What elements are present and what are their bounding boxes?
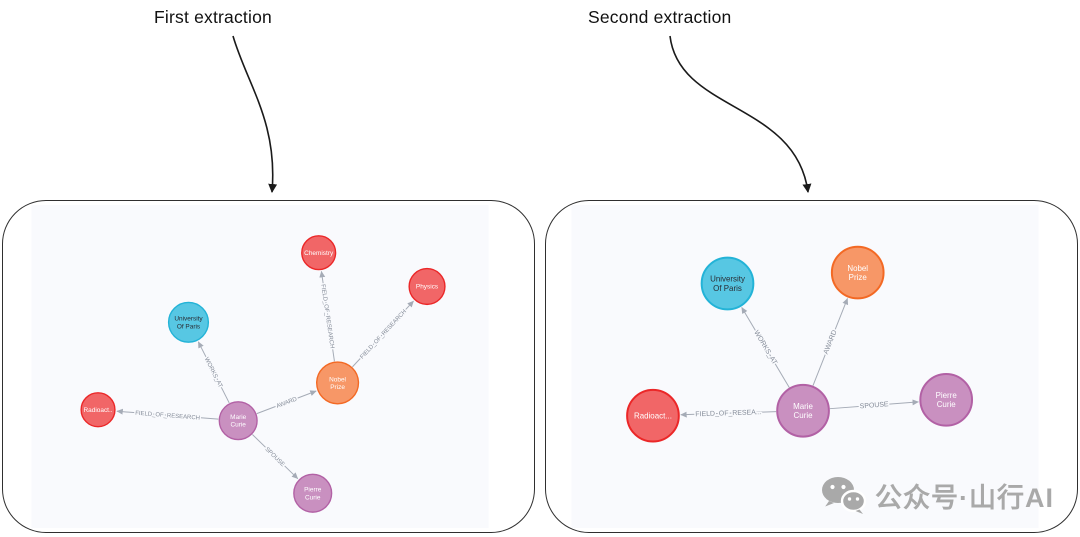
node-radioactivity[interactable]: Radioact.. xyxy=(80,392,116,428)
node-radioactivity[interactable]: Radioact... xyxy=(626,388,680,443)
arrow-to-first-panel xyxy=(232,35,278,193)
graph-canvas xyxy=(571,204,1039,529)
node-label: Radioact.. xyxy=(83,407,112,414)
node-label: Chemistry xyxy=(304,250,334,257)
node-chemistry[interactable]: Chemistry xyxy=(301,235,337,271)
node-physics[interactable]: Physics xyxy=(408,267,446,306)
annotation-first-extraction: First extraction xyxy=(154,7,272,27)
wechat-icon xyxy=(822,477,866,514)
arrow-to-second-panel xyxy=(669,35,812,193)
watermark: 公众号·山行AI xyxy=(820,475,1054,515)
annotation-second-extraction: Second extraction xyxy=(588,7,732,27)
node-label: Physics xyxy=(416,284,438,291)
node-label: Radioact... xyxy=(634,411,672,420)
watermark-text: 公众号·山行AI xyxy=(875,482,1054,513)
graph-canvas xyxy=(31,204,489,529)
